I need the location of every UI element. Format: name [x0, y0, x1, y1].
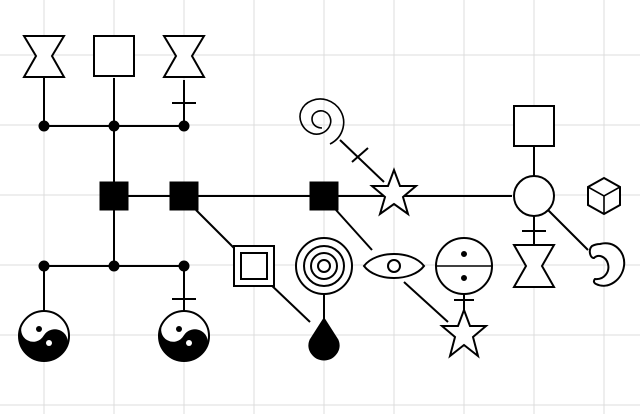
yin-yang-icon [18, 310, 70, 362]
double-square-icon [233, 245, 275, 287]
square-icon [513, 105, 555, 147]
circle-icon [513, 175, 555, 217]
hourglass-crossed-icon [162, 35, 206, 78]
crescent-icon [588, 242, 626, 287]
junction-dots [38, 120, 190, 272]
cube-icon [587, 176, 621, 216]
teardrop-icon [308, 317, 340, 361]
junction-dot [108, 120, 120, 132]
filled-square-icon [169, 181, 199, 211]
eye-icon [362, 253, 426, 279]
junction-dot [178, 120, 190, 132]
square-icon [93, 35, 135, 77]
junction-dot [178, 260, 190, 272]
filled-square-icon [99, 181, 129, 211]
star-icon [439, 307, 489, 359]
divided-circle-icon [435, 237, 493, 295]
spiral-icon [299, 98, 345, 145]
concentric-circles-icon [295, 237, 353, 295]
yin-yang-icon [158, 310, 210, 362]
junction-dot [38, 120, 50, 132]
hourglass-icon [22, 35, 66, 78]
junction-dot [108, 260, 120, 272]
junction-dot [38, 260, 50, 272]
filled-square-icon [309, 181, 339, 211]
hourglass-crossed-icon [512, 244, 556, 288]
star-icon [369, 167, 419, 217]
